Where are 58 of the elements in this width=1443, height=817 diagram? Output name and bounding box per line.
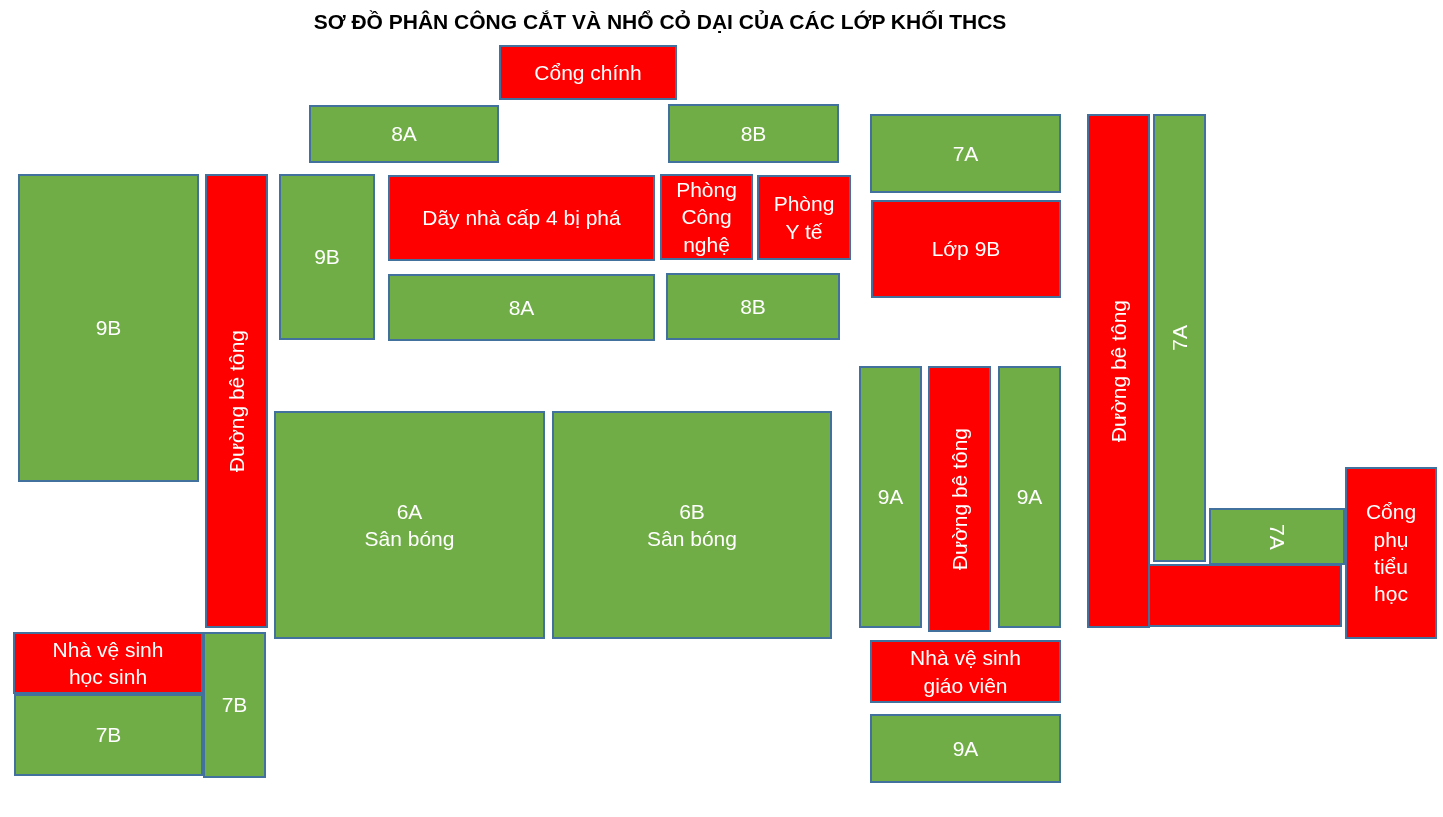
area-label: Đường bê tông	[1105, 299, 1131, 443]
area-label: 8B	[740, 120, 767, 147]
lawn-area	[859, 366, 922, 628]
building-block	[871, 200, 1061, 298]
area-sublabel: Sân bóng	[364, 526, 455, 552]
area-label: Cổng phụ tiểu học	[1364, 499, 1418, 608]
building-block	[13, 632, 203, 694]
area-label: 8B	[740, 293, 766, 320]
area-label: Lớp 9B	[931, 236, 1001, 263]
area-label: 9A	[952, 735, 979, 762]
area-label: 9B	[95, 315, 122, 342]
lawn-area	[388, 274, 655, 341]
diagram-title: SƠ ĐỒ PHÂN CÔNG CẮT VÀ NHỔ CỎ DẠI CỦA CÁC LỚP KHỐI THCS	[312, 10, 1008, 34]
area-label: Cổng chính	[534, 59, 642, 86]
area-label: Đường bê tông	[946, 427, 972, 571]
area-label: 8A	[391, 121, 417, 148]
area-label: 9A	[1016, 484, 1043, 511]
area-label: 9A	[877, 484, 904, 511]
lawn-area	[870, 114, 1061, 193]
lawn-area	[1209, 508, 1345, 565]
building-block	[388, 175, 655, 261]
lawn-area	[14, 694, 203, 776]
area-label: Dãy nhà cấp 4 bị phá	[422, 205, 621, 232]
area-label: Phòng Y tế	[773, 191, 835, 245]
area-label: Đường bê tông	[223, 329, 249, 473]
area-label: Nhà vệ sinh học sinh	[51, 636, 165, 690]
area-label: 6B	[679, 498, 705, 525]
building-block	[757, 175, 851, 260]
area-label: Phòng Công nghệ	[675, 177, 738, 258]
building-block	[205, 174, 268, 628]
lawn-area	[309, 105, 499, 163]
building-block	[1345, 467, 1437, 639]
area-sublabel: Sân bóng	[647, 526, 737, 552]
lawn-area	[279, 174, 375, 340]
lawn-area	[870, 714, 1061, 783]
lawn-area	[274, 411, 545, 639]
area-label: 7B	[95, 722, 122, 749]
building-block	[660, 174, 753, 260]
building-block	[870, 640, 1061, 703]
lawn-area	[203, 632, 266, 778]
area-label: 8A	[508, 294, 535, 321]
lawn-area	[998, 366, 1061, 628]
area-label: 7B	[221, 692, 248, 719]
building-block	[928, 366, 991, 632]
area-label: 7A	[1166, 325, 1192, 351]
area-label: 7A	[1264, 523, 1290, 550]
building-block	[1087, 114, 1150, 628]
lawn-area	[668, 104, 839, 163]
area-label: Nhà vệ sinh giáo viên	[909, 645, 1022, 699]
road-block	[1148, 564, 1342, 627]
lawn-area	[552, 411, 832, 639]
building-block	[499, 45, 677, 100]
area-label: 7A	[952, 140, 979, 167]
lawn-area	[18, 174, 199, 482]
lawn-area	[1153, 114, 1206, 562]
area-label: 6A	[396, 498, 423, 525]
lawn-area	[666, 273, 840, 340]
area-label: 9B	[314, 244, 340, 271]
